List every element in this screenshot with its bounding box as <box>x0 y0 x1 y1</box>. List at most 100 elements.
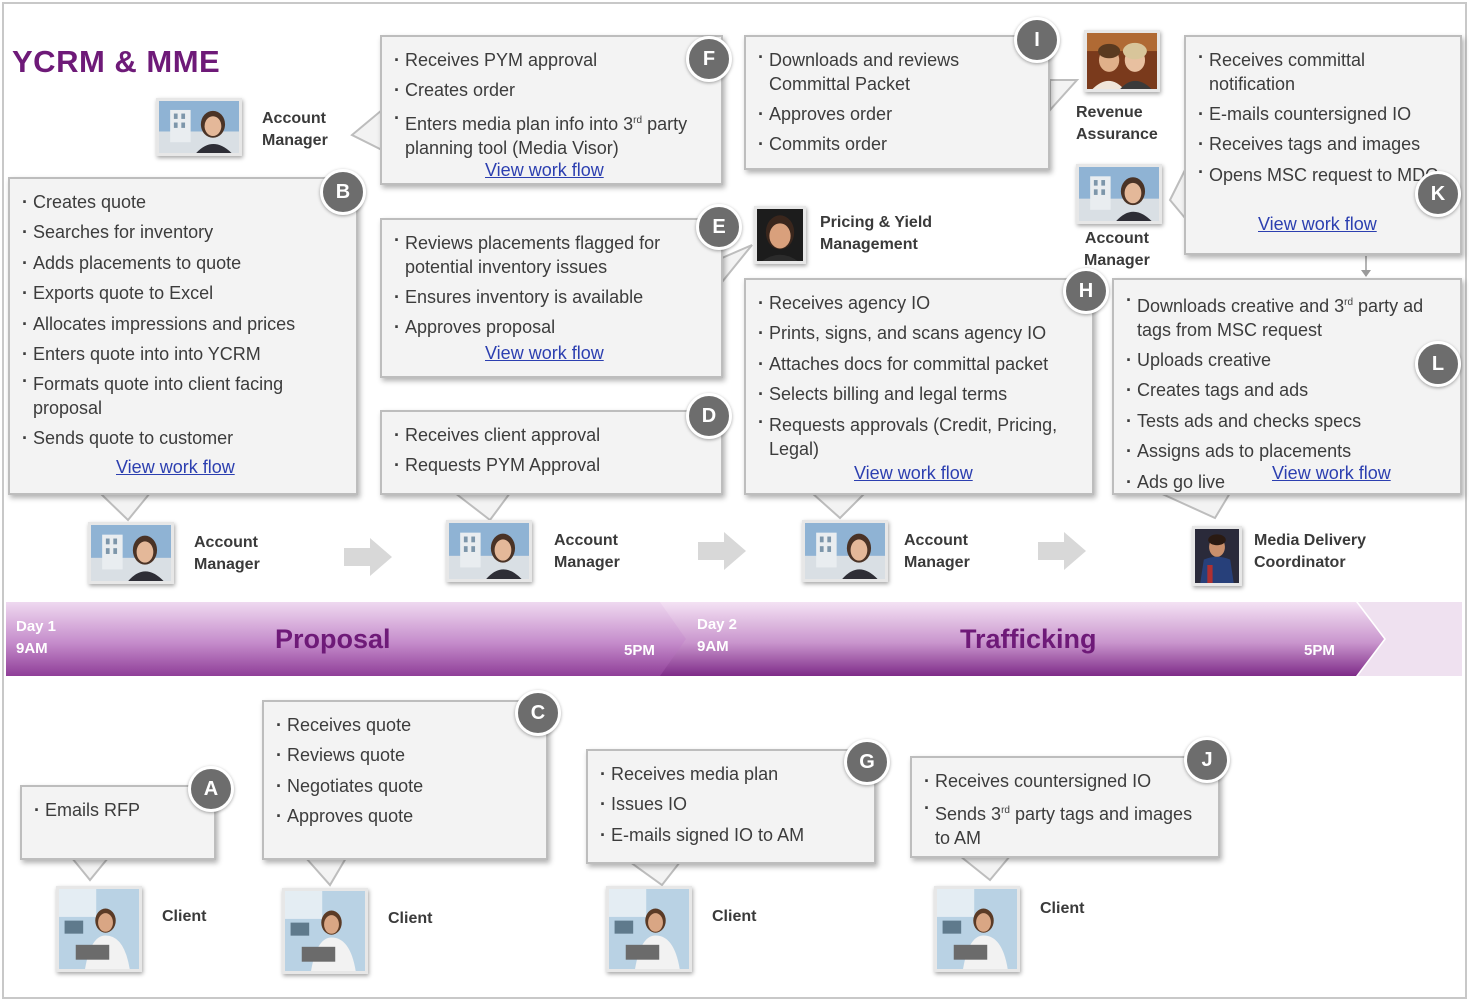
step-b-item: Exports quote to Excel <box>22 278 346 309</box>
step-b-item: Adds placements to quote <box>22 248 346 279</box>
day-label: Day 2 <box>697 616 738 633</box>
step-k-item: Opens MSC request to MDC <box>1198 160 1450 190</box>
client-avatar <box>934 886 1020 972</box>
step-e-badge: E <box>696 204 742 250</box>
media-delivery-avatar <box>1192 526 1242 586</box>
role-line: Management <box>820 236 918 253</box>
step-i-box: Downloads and reviews Committal Packet A… <box>744 35 1050 170</box>
step-h-item: Prints, signs, and scans agency IO <box>758 318 1082 349</box>
step-f-item: Receives PYM approval <box>394 45 711 76</box>
role-line: Manager <box>262 132 328 149</box>
step-e-workflow-link[interactable]: View work flow <box>485 343 604 363</box>
step-l-item: Downloads creative and 3rd party ad tags… <box>1126 288 1450 345</box>
step-b-item: Enters quote into into YCRM <box>22 339 346 370</box>
step-b-item: Creates quote <box>22 187 346 218</box>
step-a-badge: A <box>188 766 234 812</box>
role-line: Assurance <box>1076 126 1158 143</box>
step-l-item: Creates tags and ads <box>1126 375 1450 406</box>
account-manager-avatar <box>88 522 174 584</box>
step-b-item: Formats quote into client facing proposa… <box>22 369 346 423</box>
role-line: Account <box>194 534 258 551</box>
role-line: Manager <box>1084 252 1150 269</box>
timeline-band <box>6 602 1462 676</box>
step-d-item: Receives client approval <box>394 420 711 451</box>
step-l-item: Ads go live <box>1126 467 1450 498</box>
step-d-badge: D <box>686 393 732 439</box>
step-i-badge: I <box>1014 17 1060 63</box>
step-f-item: Enters media plan info into 3rd party pl… <box>394 106 711 163</box>
step-l-box: Downloads creative and 3rd party ad tags… <box>1112 278 1462 498</box>
step-h-item: Requests approvals (Credit, Pricing, Leg… <box>758 410 1082 464</box>
step-b-workflow-link[interactable]: View work flow <box>116 457 235 477</box>
step-h-badge: H <box>1063 268 1109 314</box>
flow-arrow-icon <box>698 532 746 570</box>
step-l-item: Uploads creative <box>1126 345 1450 376</box>
timeline-day2-end: 5PM <box>1304 642 1335 659</box>
day-time: 9AM <box>697 638 729 655</box>
role-line: Account <box>554 532 618 549</box>
step-l-workflow-link[interactable]: View work flow <box>1272 463 1391 483</box>
step-f-box: Receives PYM approval Creates order Ente… <box>380 35 723 185</box>
step-h-item: Attaches docs for committal packet <box>758 349 1082 380</box>
step-f-badge: F <box>686 36 732 82</box>
client-avatar <box>606 886 692 972</box>
step-l-badge: L <box>1415 341 1461 387</box>
step-d-box: Receives client approval Requests PYM Ap… <box>380 410 723 495</box>
phase-trafficking: Trafficking <box>960 624 1097 654</box>
step-f-item: Creates order <box>394 75 711 106</box>
step-j-badge: J <box>1184 737 1230 783</box>
step-b-box: Creates quote Searches for inventory Add… <box>8 177 358 495</box>
step-k-workflow-link[interactable]: View work flow <box>1258 214 1377 234</box>
account-manager-avatar <box>1076 164 1162 224</box>
client-avatar <box>282 888 368 974</box>
step-f-workflow-link[interactable]: View work flow <box>485 160 604 180</box>
step-a-item: Emails RFP <box>34 795 204 826</box>
timeline-day1-end: 5PM <box>624 642 655 659</box>
step-l-item: Tests ads and checks specs <box>1126 406 1450 437</box>
step-e-box: Reviews placements flagged for potential… <box>380 218 723 378</box>
pricing-yield-avatar <box>754 206 806 264</box>
step-k-badge: K <box>1415 171 1461 217</box>
step-e-item: Reviews placements flagged for potential… <box>394 228 711 282</box>
step-j-box: Receives countersigned IO Sends 3rd part… <box>910 756 1220 858</box>
account-manager-avatar <box>446 520 532 582</box>
step-i-item: Commits order <box>758 129 1038 160</box>
step-k-item: E-mails countersigned IO <box>1198 99 1450 130</box>
role-line: Media Delivery <box>1254 532 1367 549</box>
account-manager-avatar <box>802 520 888 582</box>
client-label: Client <box>1040 900 1085 917</box>
role-line: Pricing & Yield <box>820 214 933 231</box>
step-g-item: Issues IO <box>600 789 864 820</box>
role-line: Revenue <box>1076 104 1143 121</box>
step-c-item: Receives quote <box>276 710 536 741</box>
role-line: Manager <box>194 556 260 573</box>
client-avatar <box>56 886 142 972</box>
step-l-item: Assigns ads to placements <box>1126 436 1450 467</box>
step-c-badge: C <box>515 690 561 736</box>
step-c-item: Approves quote <box>276 801 536 832</box>
step-c-box: Receives quote Reviews quote Negotiates … <box>262 700 548 860</box>
step-j-item: Sends 3rd party tags and images to AM <box>924 796 1208 853</box>
step-b-item: Searches for inventory <box>22 217 346 248</box>
step-c-item: Negotiates quote <box>276 771 536 802</box>
role-line: Account <box>1084 230 1149 247</box>
role-line: Account <box>904 532 968 549</box>
step-h-item: Selects billing and legal terms <box>758 379 1082 410</box>
role-line: Account <box>262 110 326 127</box>
step-c-item: Reviews quote <box>276 740 536 771</box>
step-g-item: Receives media plan <box>600 759 864 790</box>
flow-arrow-icon <box>344 538 392 576</box>
step-i-item: Downloads and reviews Committal Packet <box>758 45 1038 99</box>
flow-arrow-icon <box>1038 532 1086 570</box>
step-h-workflow-link[interactable]: View work flow <box>854 463 973 483</box>
day-label: Day 1 <box>16 618 57 635</box>
